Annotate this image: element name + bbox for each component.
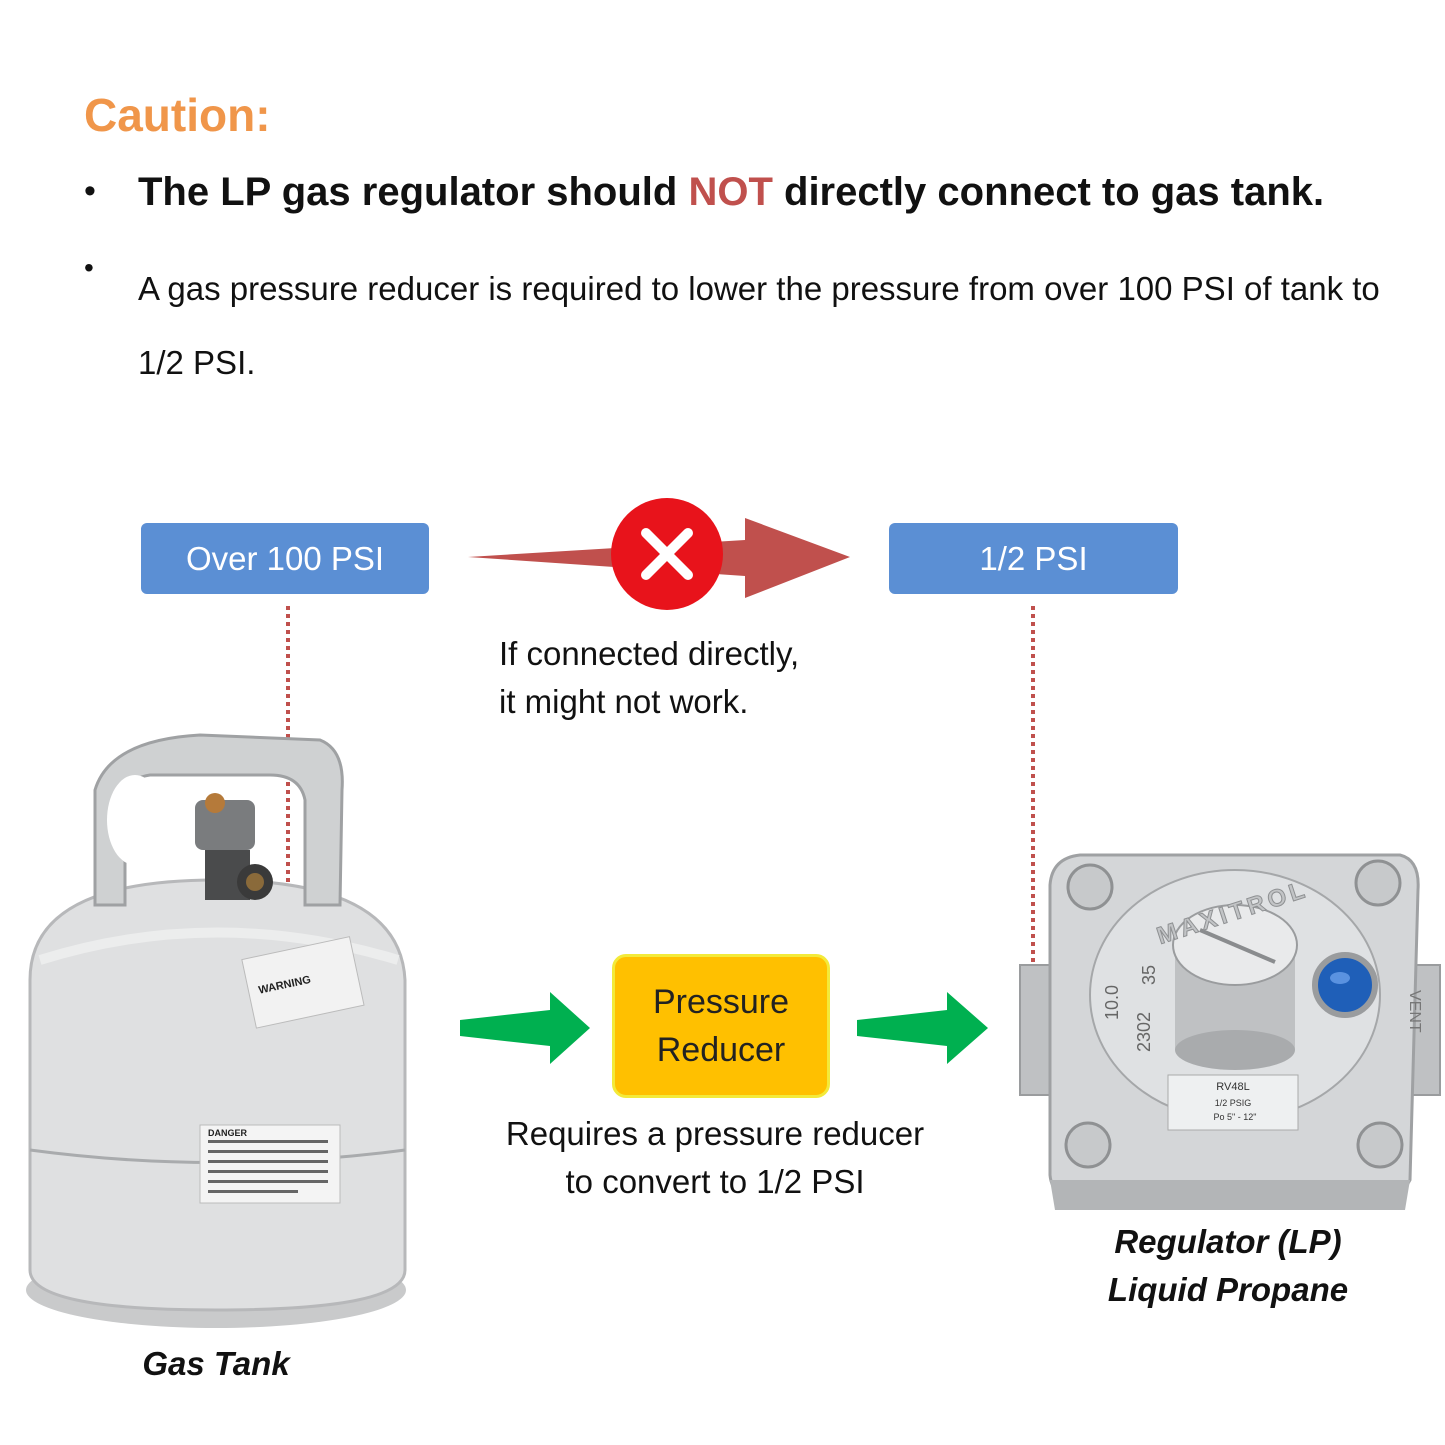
bullet-1-before: The LP gas regulator should (138, 170, 689, 214)
reducer-note-line-2: to convert to 1/2 PSI (565, 1163, 865, 1200)
regulator-model-text: RV48L (1216, 1081, 1249, 1093)
regulator-caption-line-2: Liquid Propane (1107, 1271, 1349, 1308)
bullet-1-emphasis: NOT (688, 170, 773, 214)
bullet-1-text: The LP gas regulator should NOT directly… (138, 170, 1324, 215)
direct-connection-note: If connected directly, it might not work… (499, 630, 799, 726)
regulator-caption-line-1: Regulator (LP) (1114, 1223, 1342, 1260)
bullet-1-after: directly connect to gas tank. (772, 170, 1325, 214)
bullet-point: • (84, 252, 94, 283)
reducer-line-2: Reducer (656, 1031, 786, 1069)
x-mark-icon (611, 498, 723, 610)
regulator-number-b: 35 (1139, 965, 1159, 985)
regulator-image: RV48L 1/2 PSIG Po 5" - 12" MAXITROL 10.0… (1019, 853, 1441, 1210)
half-psi-box: 1/2 PSI (889, 523, 1178, 594)
reducer-note-line-1: Requires a pressure reducer (505, 1115, 925, 1152)
reducer-note: Requires a pressure reducer to convert t… (480, 1110, 950, 1206)
reducer-line-1: Pressure (652, 983, 790, 1021)
green-arrow-left (460, 992, 590, 1064)
regulator-caption: Regulator (LP) Liquid Propane (1080, 1218, 1376, 1314)
regulator-rating-text: 1/2 PSIG (1215, 1098, 1252, 1108)
bullet-2-text: A gas pressure reducer is required to lo… (138, 270, 1380, 381)
tank-warning-label (241, 936, 365, 1029)
regulator-vent-text: VENT (1406, 990, 1423, 1033)
direct-note-line-1: If connected directly, (499, 635, 800, 672)
pressure-reducer-box: Pressure Reducer (612, 954, 830, 1098)
tank-danger-text: DANGER (208, 1128, 248, 1138)
gas-tank-image: DANGER WARNING (26, 733, 407, 1328)
over-100-psi-box: Over 100 PSI (141, 523, 429, 594)
gas-tank-caption: Gas Tank (142, 1345, 290, 1382)
bullet-point: • (84, 172, 96, 210)
green-arrow-right (857, 992, 988, 1064)
regulator-number-a: 10.0 (1102, 985, 1122, 1020)
regulator-number-c: 2302 (1134, 1012, 1154, 1052)
regulator-plate (1167, 1074, 1299, 1131)
caution-heading: Caution: (84, 89, 271, 141)
regulator-po-text: Po 5" - 12" (1214, 1112, 1257, 1122)
direct-note-line-2: it might not work. (499, 683, 749, 720)
